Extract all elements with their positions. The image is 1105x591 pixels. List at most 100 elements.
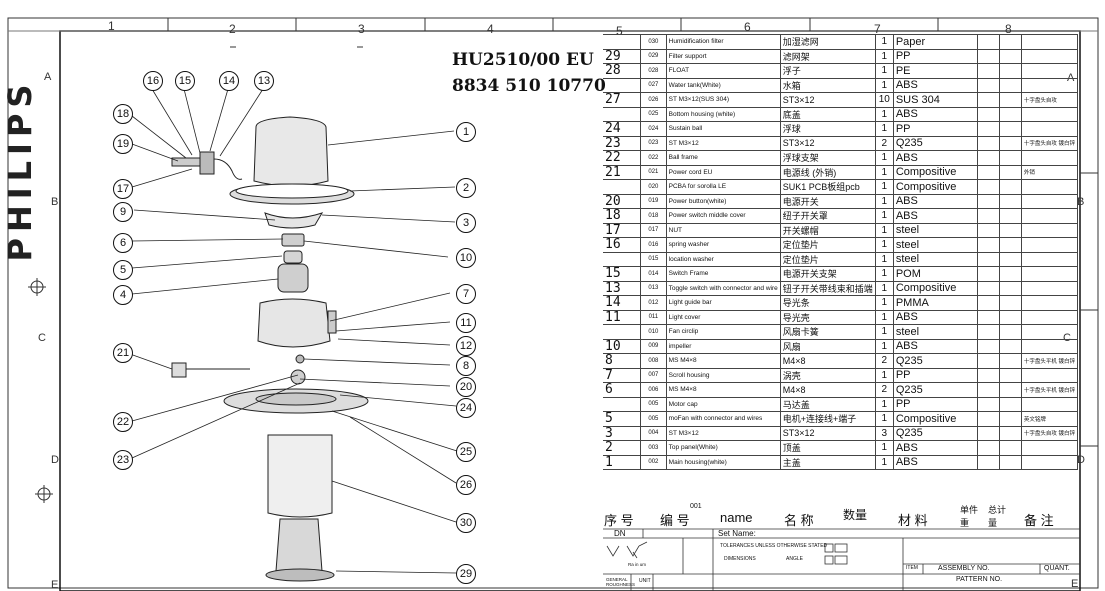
bom-remark — [1020, 34, 1079, 50]
bom-total-weight — [998, 92, 1022, 108]
bom-english-name: PCBA for sorolla LE — [665, 179, 781, 195]
bom-total-weight — [998, 106, 1022, 122]
bom-chinese-name: 定位垫片 — [779, 251, 876, 267]
bom-remark — [1020, 396, 1079, 412]
grid-letter: E — [1071, 578, 1079, 590]
bom-total-weight — [998, 222, 1022, 238]
bom-chinese-name: 定位垫片 — [779, 237, 876, 253]
bom-total-weight — [998, 309, 1022, 325]
bom-code: 014 — [640, 266, 667, 282]
bom-english-name: Power switch middle cover — [665, 208, 781, 224]
callout-17: 17 — [113, 179, 133, 199]
bom-chinese-name: 浮球 — [779, 121, 876, 137]
bom-remark — [1020, 193, 1079, 209]
bom-chinese-name: 顶盖 — [779, 440, 876, 456]
callout-24: 24 — [456, 398, 476, 418]
bom-english-name: moFan with connector and wires — [665, 411, 781, 427]
grid-letter: D — [51, 454, 59, 466]
bom-code: 026 — [640, 92, 667, 108]
bom-chinese-name: 电源开关支架 — [779, 266, 876, 282]
bom-chinese-name: 浮球支架 — [779, 150, 876, 166]
bom-quantity: 1 — [874, 164, 894, 180]
bom-chinese-name: 电机+连接线+端子 — [779, 411, 876, 427]
bom-unit-weight — [976, 425, 1000, 441]
bom-total-weight — [998, 411, 1022, 427]
bom-remark — [1020, 179, 1079, 195]
bom-english-name: Motor cap — [665, 396, 781, 412]
bom-quantity: 2 — [874, 353, 894, 369]
assembly-no-label: ASSEMBLY NO. — [938, 565, 990, 572]
quant-label: QUANT. — [1044, 565, 1070, 572]
bom-position — [603, 106, 642, 122]
bom-quantity: 1 — [874, 121, 894, 137]
bom-material: ABS — [892, 309, 978, 325]
bom-total-weight — [998, 34, 1022, 50]
bom-code: 003 — [640, 440, 667, 456]
bom-remark — [1020, 324, 1079, 340]
brand-logo: PHILIPS — [1, 70, 39, 270]
callout-6: 6 — [113, 233, 133, 253]
bom-remark — [1020, 309, 1079, 325]
bom-position — [603, 179, 642, 195]
bom-position: 21 — [603, 164, 642, 180]
bom-english-name: Main housing(white) — [665, 454, 781, 470]
bom-english-name: Power button(white) — [665, 193, 781, 209]
bom-total-weight — [998, 251, 1022, 267]
bom-remark: 十字盘头平机 镀白锌 — [1020, 353, 1079, 369]
bom-remark: 十字盘头自攻 — [1020, 92, 1079, 108]
header-material: 材 料 — [898, 513, 928, 528]
bom-unit-weight — [976, 164, 1000, 180]
bom-position: 13 — [603, 280, 642, 296]
bom-remark — [1020, 77, 1079, 93]
callout-5: 5 — [113, 260, 133, 280]
bom-chinese-name: 风扇卡簧 — [779, 324, 876, 340]
bom-english-name: ST M3×12 — [665, 425, 781, 441]
bom-code: 017 — [640, 222, 667, 238]
bom-remark — [1020, 150, 1079, 166]
bom-material: Compositive — [892, 164, 978, 180]
callout-18: 18 — [113, 104, 133, 124]
bom-position: 11 — [603, 309, 642, 325]
angle-label: ANGLE — [786, 556, 803, 562]
bom-material: Compositive — [892, 411, 978, 427]
bom-english-name: Bottom housing (white) — [665, 106, 781, 122]
bom-remark — [1020, 266, 1079, 282]
bom-english-name: Light cover — [665, 309, 781, 325]
bom-remark — [1020, 280, 1079, 296]
callout-11: 11 — [456, 313, 476, 333]
bom-remark — [1020, 121, 1079, 137]
bom-unit-weight — [976, 295, 1000, 311]
grid-letter: C — [38, 332, 46, 344]
callout-25: 25 — [456, 442, 476, 462]
callout-13: 13 — [254, 71, 274, 91]
bom-material: PE — [892, 63, 978, 79]
bom-quantity: 1 — [874, 454, 894, 470]
bom-total-weight — [998, 179, 1022, 195]
bom-chinese-name: 开关螺帽 — [779, 222, 876, 238]
bom-position: 10 — [603, 338, 642, 354]
bom-unit-weight — [976, 266, 1000, 282]
callout-7: 7 — [456, 284, 476, 304]
bom-quantity: 2 — [874, 382, 894, 398]
bom-remark — [1020, 454, 1079, 470]
tolerances-label: TOLERANCES UNLESS OTHERWISE STATED — [720, 543, 828, 549]
bom-code: 022 — [640, 150, 667, 166]
bom-unit-weight — [976, 92, 1000, 108]
bom-english-name: Fan circlip — [665, 324, 781, 340]
bom-position: 28 — [603, 63, 642, 79]
callout-22: 22 — [113, 412, 133, 432]
bom-chinese-name: 主盖 — [779, 454, 876, 470]
grid-number: 6 — [744, 20, 751, 34]
dimensions-label: DIMENSIONS — [724, 556, 756, 562]
callout-3: 3 — [456, 213, 476, 233]
bom-english-name: impeller — [665, 338, 781, 354]
bom-remark: 外销 — [1020, 164, 1079, 180]
bom-english-name: Filter support — [665, 48, 781, 64]
bom-code: 008 — [640, 353, 667, 369]
bom-remark: 十字盘头平机 镀白锌 — [1020, 382, 1079, 398]
